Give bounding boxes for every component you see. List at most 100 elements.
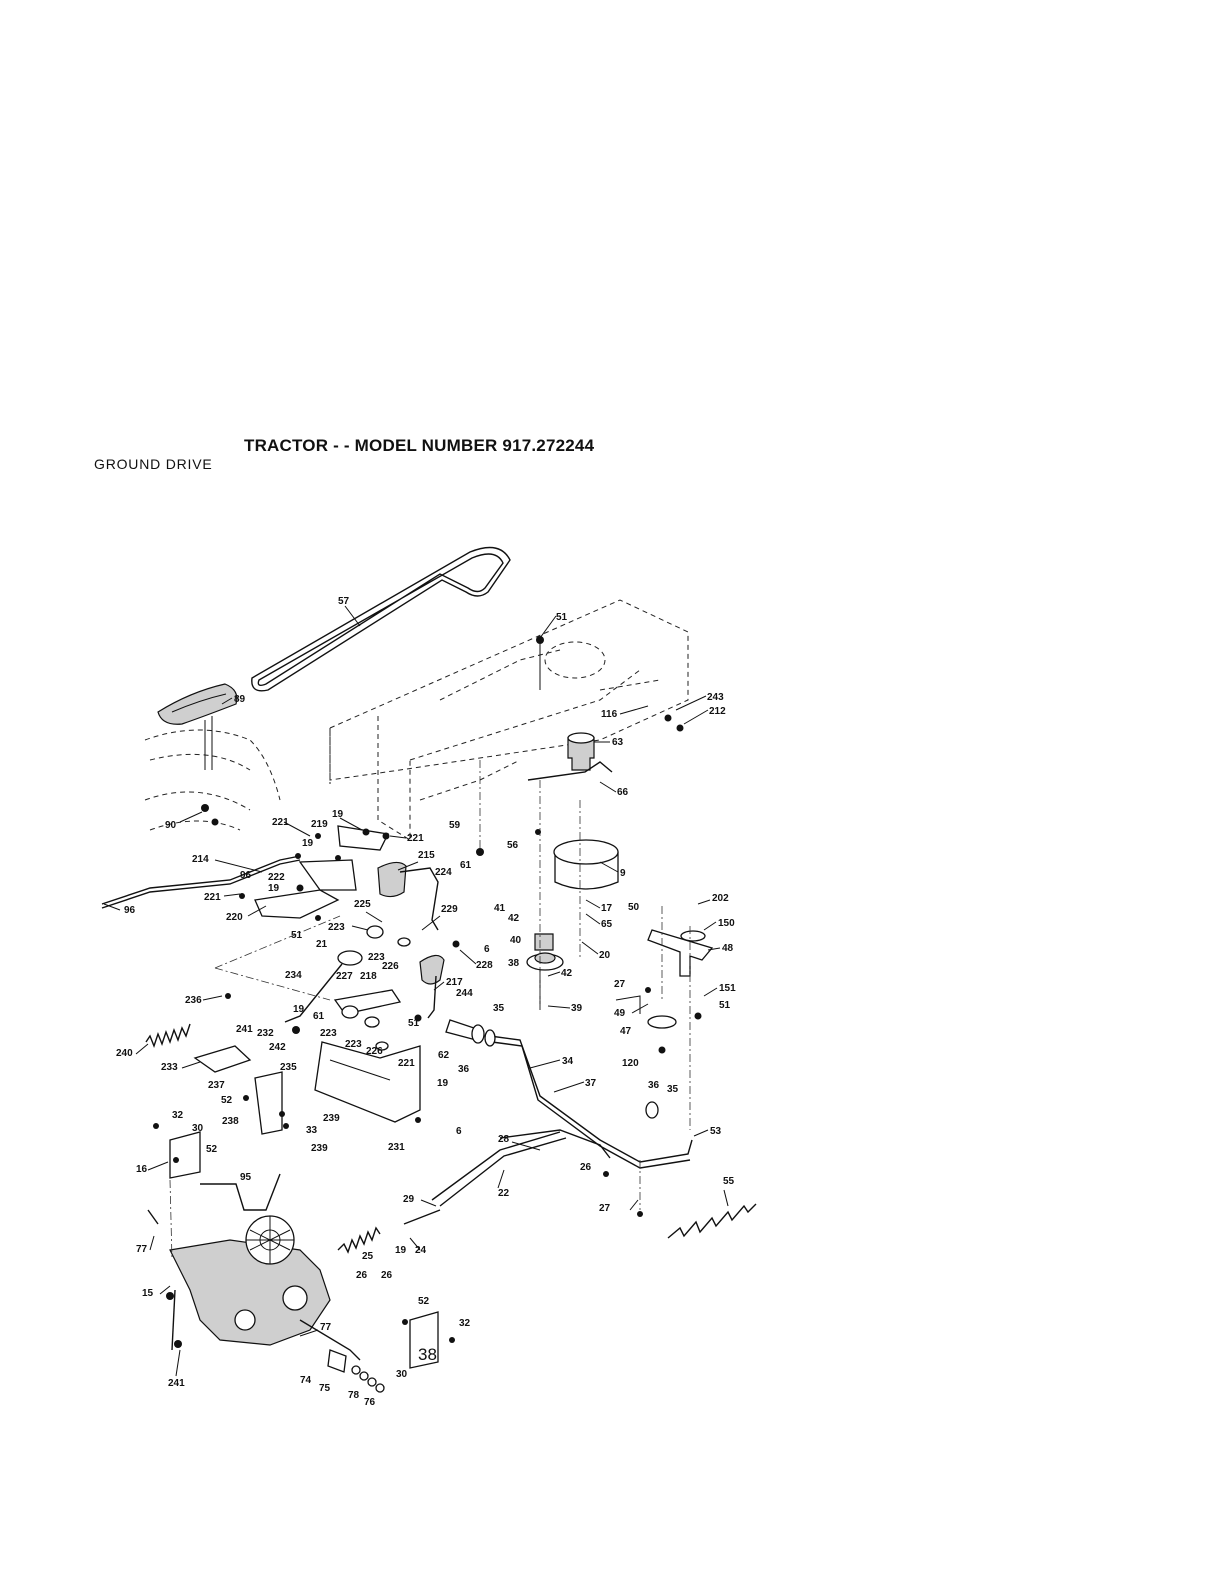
callout-19c: 19 [268, 883, 280, 894]
part-callouts: 57 51 89 243 212 116 63 66 90 221 219 19… [116, 596, 736, 1408]
callout-120: 120 [622, 1058, 639, 1069]
callout-226b: 226 [366, 1046, 383, 1057]
callout-49: 49 [614, 1008, 626, 1019]
callout-235: 235 [280, 1062, 297, 1073]
section-heading: GROUND DRIVE [94, 456, 213, 472]
callout-61b: 61 [313, 1011, 325, 1022]
pto-clutch [536, 636, 619, 890]
callout-244: 244 [456, 988, 473, 999]
callout-234: 234 [285, 970, 302, 981]
callout-241b: 241 [168, 1378, 185, 1389]
callout-225: 225 [354, 899, 371, 910]
callout-36b: 36 [648, 1080, 660, 1091]
callout-221c: 221 [204, 892, 221, 903]
callout-15: 15 [142, 1288, 154, 1299]
callout-26: 26 [580, 1162, 592, 1173]
tractor-frame-outline [329, 599, 689, 841]
callout-30b: 30 [396, 1369, 408, 1380]
callout-151: 151 [719, 983, 736, 994]
callout-228: 228 [476, 960, 493, 971]
callout-239b: 239 [311, 1143, 328, 1154]
bushings [445, 1019, 659, 1119]
page-title: TRACTOR - - MODEL NUMBER 917.272244 [244, 436, 595, 455]
callout-233: 233 [161, 1062, 178, 1073]
callout-96b: 96 [124, 905, 136, 916]
bracket [527, 761, 613, 781]
callout-218: 218 [360, 971, 377, 982]
callout-27: 27 [614, 979, 626, 990]
callout-42b: 42 [561, 968, 573, 979]
callout-52: 52 [221, 1095, 233, 1106]
callout-35b: 35 [667, 1084, 679, 1095]
callout-51: 51 [556, 612, 568, 623]
callout-29: 29 [403, 1194, 415, 1205]
idler-pulley-assembly [526, 933, 564, 1010]
callout-38: 38 [508, 958, 520, 969]
callout-28: 28 [498, 1134, 510, 1145]
shift-arm [147, 1173, 281, 1225]
pedal-bracket [254, 825, 389, 919]
callout-52b: 52 [206, 1144, 218, 1155]
callout-32b: 32 [459, 1318, 471, 1329]
callout-47: 47 [620, 1026, 632, 1037]
callout-25: 25 [362, 1251, 374, 1262]
callout-48: 48 [722, 943, 734, 954]
brake-cross-shaft [403, 1035, 693, 1225]
callout-57: 57 [338, 596, 350, 607]
callout-30: 30 [192, 1123, 204, 1134]
callout-39: 39 [571, 1003, 583, 1014]
control-rods [101, 855, 301, 909]
callout-34: 34 [562, 1056, 574, 1067]
callout-223c: 223 [320, 1028, 337, 1039]
callout-240: 240 [116, 1048, 133, 1059]
clutch-brake-pedal [366, 861, 445, 1019]
pedal-mount-bracket [314, 1041, 421, 1123]
callout-212: 212 [709, 706, 726, 717]
callout-76: 76 [364, 1397, 376, 1408]
callout-215: 215 [418, 850, 435, 861]
callout-66: 66 [617, 787, 629, 798]
idler-bracket [615, 929, 714, 1029]
callout-27b: 27 [599, 1203, 611, 1214]
callout-226: 226 [382, 961, 399, 972]
shift-bracket [193, 1045, 283, 1135]
callout-56: 56 [507, 840, 519, 851]
callout-239: 239 [323, 1113, 340, 1124]
pedal-pad [157, 683, 238, 770]
drive-springs [337, 1203, 757, 1254]
brake-linkage [333, 989, 402, 1051]
callout-77b: 77 [320, 1322, 332, 1333]
callout-232: 232 [257, 1028, 274, 1039]
callout-236: 236 [185, 995, 202, 1006]
callout-6: 6 [484, 944, 490, 955]
callout-95: 95 [240, 1172, 252, 1183]
callout-242: 242 [269, 1042, 286, 1053]
callout-21: 21 [316, 939, 328, 950]
callout-33: 33 [306, 1125, 318, 1136]
fasteners [153, 714, 702, 1348]
callout-90: 90 [165, 820, 177, 831]
callout-231: 231 [388, 1142, 405, 1153]
callout-24: 24 [415, 1245, 427, 1256]
callout-223d: 223 [345, 1039, 362, 1050]
callout-78: 78 [348, 1390, 360, 1401]
callout-51b: 51 [291, 930, 303, 941]
callout-50: 50 [628, 902, 640, 913]
callout-22: 22 [498, 1188, 510, 1199]
callout-221b: 221 [407, 833, 424, 844]
callout-63: 63 [612, 737, 624, 748]
callout-55: 55 [723, 1176, 735, 1187]
callout-238: 238 [222, 1116, 239, 1127]
callout-221d: 221 [398, 1058, 415, 1069]
callout-224: 224 [435, 867, 452, 878]
alignment-lines [169, 760, 691, 1261]
callout-150: 150 [718, 918, 735, 929]
callout-9: 9 [620, 868, 626, 879]
callout-32: 32 [172, 1110, 184, 1121]
callout-41: 41 [494, 903, 506, 914]
callout-51c: 51 [719, 1000, 731, 1011]
callout-36: 36 [458, 1064, 470, 1075]
callout-202: 202 [712, 893, 729, 904]
